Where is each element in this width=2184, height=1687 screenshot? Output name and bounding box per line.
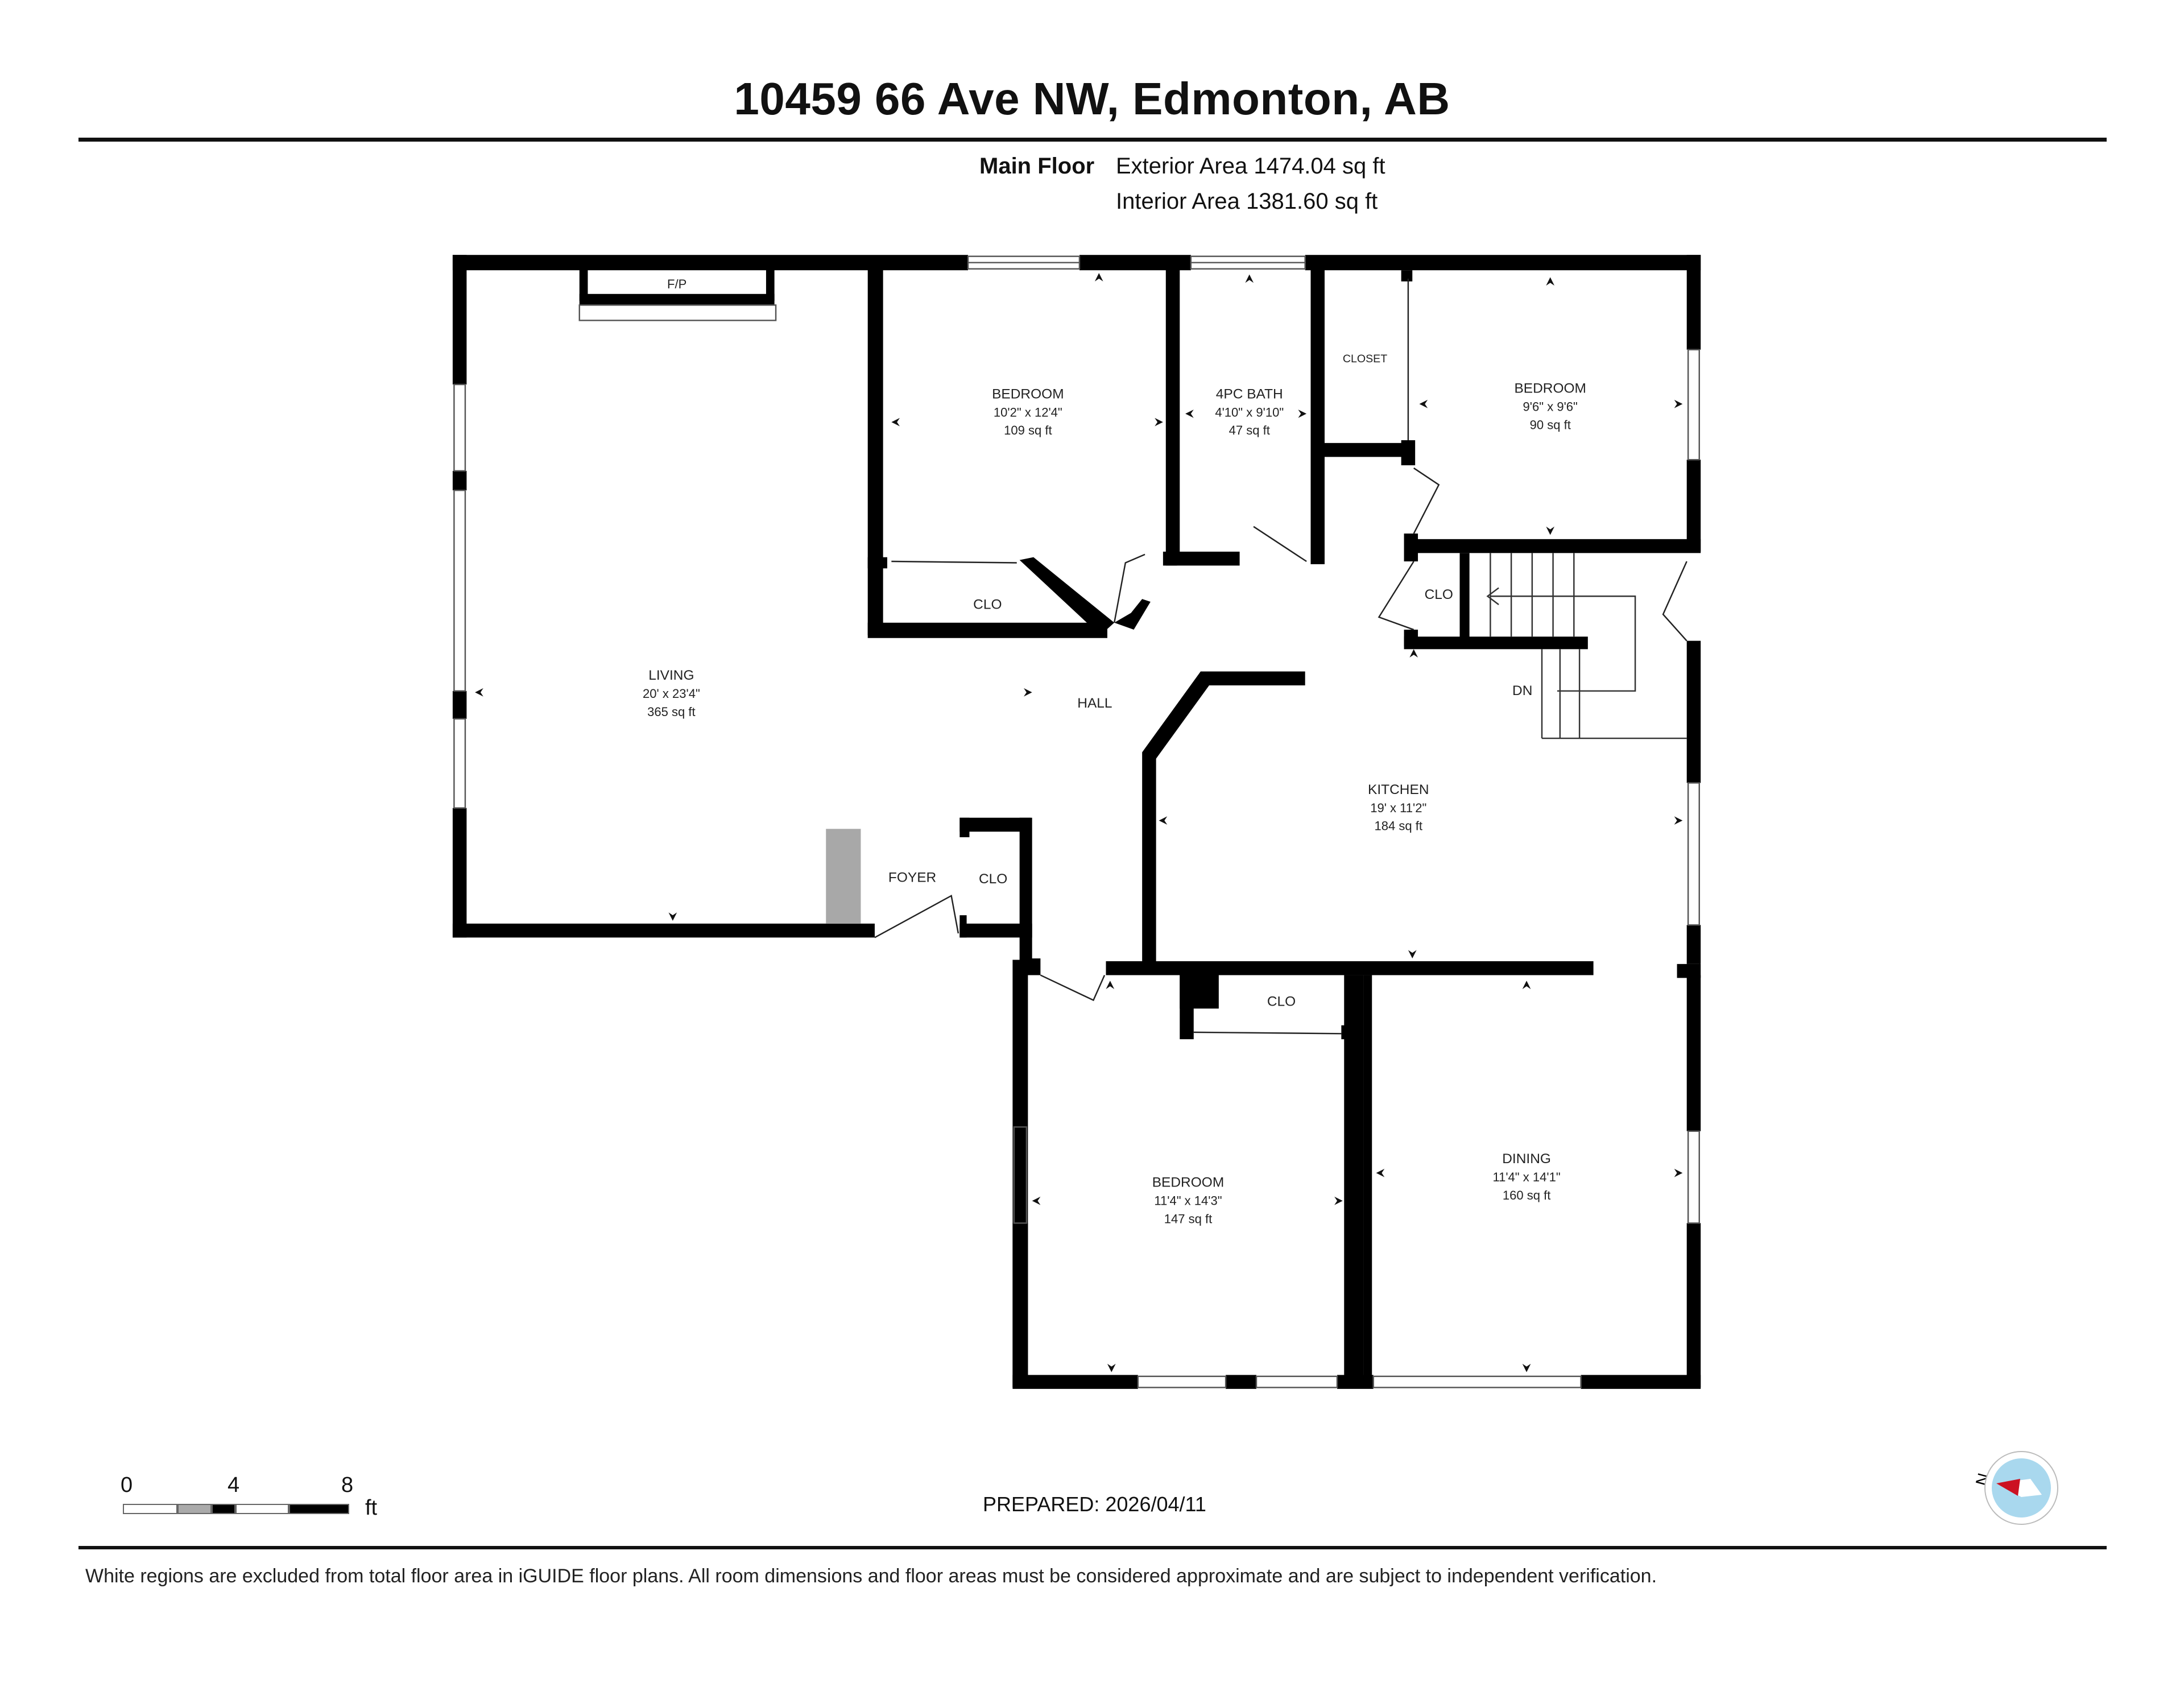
bedroom1-name: BEDROOM (992, 386, 1064, 402)
hall-label: HALL (1077, 696, 1112, 711)
living-name: LIVING (648, 668, 694, 683)
fireplace-label: F/P (667, 277, 686, 291)
bedroom1-dims: 10'2" x 12'4" (994, 405, 1062, 419)
living-area: 365 sq ft (647, 705, 696, 719)
title-divider (78, 138, 2107, 142)
living-dims: 20' x 23'4" (643, 687, 700, 701)
floor-name: Main Floor (979, 154, 1095, 179)
bath-dims: 4'10" x 9'10" (1215, 405, 1284, 419)
scale-tick-0: 0 (121, 1473, 133, 1497)
prepared-date: PREPARED: 2026/04/11 (983, 1492, 1206, 1516)
doors (874, 278, 1687, 1035)
footer-divider (78, 1546, 2107, 1549)
dimension-arrows (475, 273, 1683, 1372)
bedroom1-area: 109 sq ft (1004, 423, 1052, 437)
clo-bedroom1-label: CLO (973, 597, 1002, 612)
walls (452, 255, 1701, 1389)
fireplace-hearth (826, 829, 861, 924)
bedroom2-area: 90 sq ft (1530, 417, 1571, 432)
scale-tick-4: 4 (228, 1473, 240, 1497)
bath-area: 47 sq ft (1229, 423, 1270, 437)
scale-segment (212, 1504, 235, 1514)
scale-unit: ft (365, 1496, 378, 1520)
stairs-label: DN (1512, 683, 1532, 698)
bath-name: 4PC BATH (1216, 386, 1283, 402)
disclaimer: White regions are excluded from total fl… (85, 1565, 1657, 1587)
kitchen-name: KITCHEN (1368, 782, 1429, 797)
dining-name: DINING (1502, 1151, 1551, 1167)
windows (453, 255, 1700, 1388)
bedroom3-dims: 11'4" x 14'3" (1154, 1194, 1222, 1208)
kitchen-dims: 19' x 11'2" (1370, 801, 1426, 815)
scale-segment (289, 1504, 349, 1514)
exterior-area: Exterior Area 1474.04 sq ft (1116, 154, 1385, 179)
scale-segment (123, 1504, 177, 1514)
bedroom3-area: 147 sq ft (1164, 1212, 1213, 1226)
compass-icon: N (1974, 1451, 2058, 1525)
scale-segment (177, 1504, 212, 1514)
kitchen-area: 184 sq ft (1375, 819, 1423, 833)
bedroom2-name: BEDROOM (1514, 381, 1586, 396)
clo-foyer-label: CLO (979, 871, 1007, 887)
foyer-label: FOYER (888, 870, 936, 885)
closet-label: CLOSET (1343, 353, 1387, 365)
dining-dims: 11'4" x 14'1" (1492, 1170, 1560, 1184)
scale-segment (235, 1504, 289, 1514)
page-title: 10459 66 Ave NW, Edmonton, AB (734, 73, 1450, 124)
scale-tick-8: 8 (341, 1473, 354, 1497)
bedroom2-dims: 9'6" x 9'6" (1523, 400, 1578, 414)
dining-area: 160 sq ft (1503, 1188, 1551, 1202)
stairs (1486, 553, 1687, 739)
scale-bar: 0 4 8 ft (121, 1473, 382, 1524)
bedroom3-name: BEDROOM (1152, 1175, 1225, 1190)
clo-hall-label: CLO (1425, 587, 1453, 602)
interior-area: Interior Area 1381.60 sq ft (1116, 189, 1378, 214)
clo-bedroom3-label: CLO (1267, 994, 1296, 1009)
